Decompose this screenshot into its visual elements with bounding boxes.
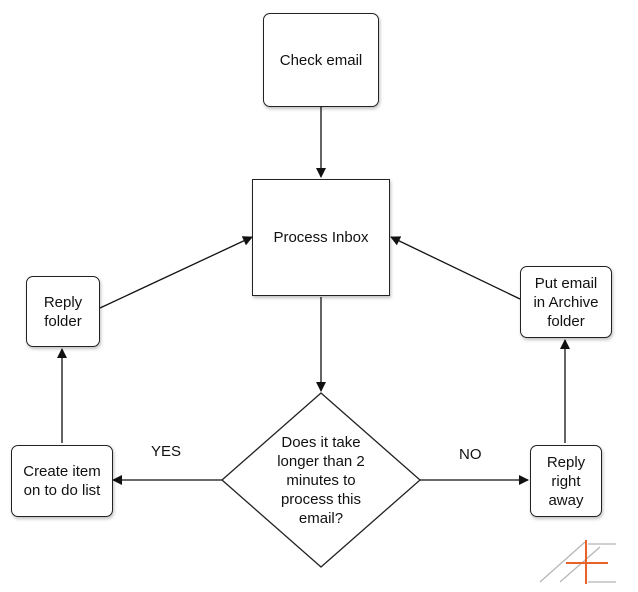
node-create-item: Create item on to do list xyxy=(11,445,113,517)
decision-label: Does it take longer than 2 minutes to pr… xyxy=(277,433,365,527)
node-process-inbox-label: Process Inbox xyxy=(273,229,369,246)
node-reply-right-away-label: Reply right away xyxy=(546,453,586,509)
node-process-inbox: Process Inbox xyxy=(252,179,390,296)
node-reply-right-away: Reply right away xyxy=(530,445,602,517)
ae-logo xyxy=(539,540,616,584)
edge-archive-to-process xyxy=(390,236,521,300)
decision-text: Does it take longer than 2 minutes to pr… xyxy=(222,393,420,567)
edge-label-no: NO xyxy=(459,446,482,463)
node-check-email-label: Check email xyxy=(279,51,363,69)
decision-diamond xyxy=(221,392,421,568)
node-reply-folder-label: Reply folder xyxy=(43,293,83,330)
node-create-item-label: Create item on to do list xyxy=(23,463,101,499)
edge-replyfolder-to-process xyxy=(99,236,253,309)
node-check-email: Check email xyxy=(263,13,379,107)
edge-label-yes: YES xyxy=(151,443,182,460)
node-archive-folder: Put email in Archive folder xyxy=(520,266,612,338)
node-archive-folder-label: Put email in Archive folder xyxy=(533,274,599,330)
node-reply-folder: Reply folder xyxy=(26,276,100,347)
